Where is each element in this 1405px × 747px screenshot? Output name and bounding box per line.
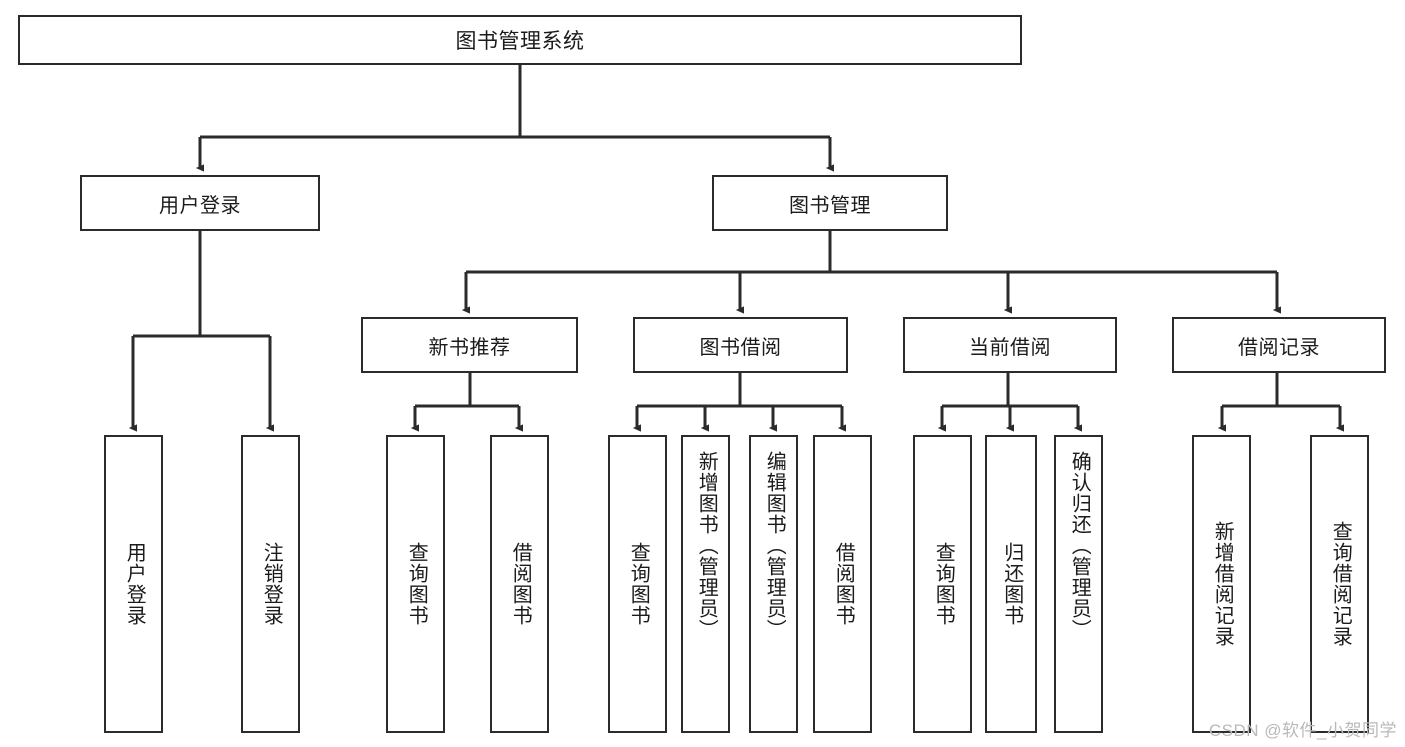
node-user-login[interactable]: 用户登录: [80, 175, 320, 231]
leaf-query-book-borrow[interactable]: 查询图书: [608, 435, 667, 733]
leaf-query-book-current[interactable]: 查询图书: [913, 435, 972, 733]
node-label: 当前借阅: [969, 336, 1051, 359]
watermark-text: CSDN @软件_小贺同学: [1208, 721, 1397, 740]
leaf-borrow-book[interactable]: 借阅图书: [813, 435, 872, 733]
node-new-book-recommend[interactable]: 新书推荐: [361, 317, 578, 373]
node-label: 新增借阅记录: [1211, 521, 1234, 647]
leaf-add-borrow-record[interactable]: 新增借阅记录: [1192, 435, 1251, 733]
node-book-management[interactable]: 图书管理: [712, 175, 948, 231]
node-label: 确认归还（管理员）: [1068, 451, 1091, 640]
node-label: 用户登录: [123, 542, 146, 626]
node-current-borrow[interactable]: 当前借阅: [903, 317, 1117, 373]
node-label: 图书管理: [789, 194, 871, 217]
node-label: 新书推荐: [428, 336, 511, 359]
node-root-system[interactable]: 图书管理系统: [18, 15, 1022, 65]
leaf-return-book[interactable]: 归还图书: [985, 435, 1037, 733]
node-borrow-record[interactable]: 借阅记录: [1172, 317, 1386, 373]
leaf-add-book-admin[interactable]: 新增图书（管理员）: [681, 435, 730, 733]
node-book-borrow[interactable]: 图书借阅: [633, 317, 848, 373]
leaf-confirm-return-admin[interactable]: 确认归还（管理员）: [1054, 435, 1103, 733]
leaf-edit-book-admin[interactable]: 编辑图书（管理员）: [749, 435, 798, 733]
leaf-query-book-new[interactable]: 查询图书: [386, 435, 445, 733]
node-label: 新增图书（管理员）: [695, 451, 718, 640]
node-label: 查询图书: [932, 542, 955, 626]
leaf-borrow-book-new[interactable]: 借阅图书: [490, 435, 549, 733]
node-label: 图书借阅: [699, 336, 782, 359]
node-label: 借阅图书: [832, 542, 855, 626]
node-label: 注销登录: [260, 542, 283, 626]
node-label: 查询借阅记录: [1329, 521, 1352, 647]
node-label: 图书管理系统: [455, 30, 585, 53]
node-label: 借阅记录: [1238, 336, 1320, 359]
node-label: 查询图书: [405, 542, 428, 626]
node-label: 用户登录: [159, 194, 241, 217]
node-label: 归还图书: [1000, 542, 1023, 626]
node-label: 编辑图书（管理员）: [763, 451, 786, 640]
node-label: 借阅图书: [509, 542, 532, 626]
leaf-user-logout[interactable]: 注销登录: [241, 435, 300, 733]
node-label: 查询图书: [627, 542, 650, 626]
leaf-user-login[interactable]: 用户登录: [104, 435, 163, 733]
leaf-query-borrow-record[interactable]: 查询借阅记录: [1310, 435, 1369, 733]
